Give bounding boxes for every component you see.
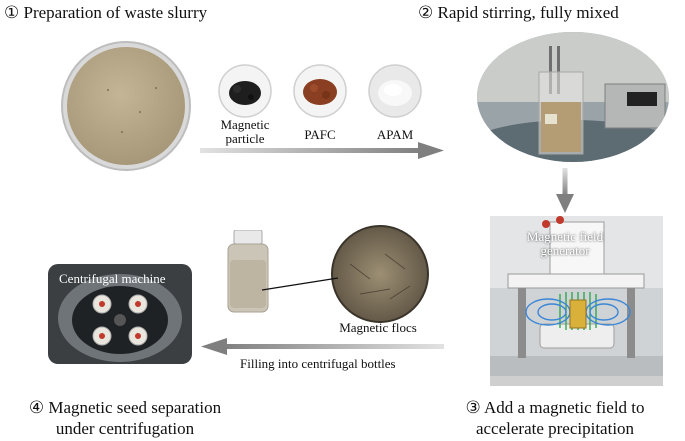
step4-title-line1: ④ Magnetic seed separation bbox=[28, 398, 222, 417]
magnetic-particle-dish bbox=[218, 64, 272, 118]
step2-title: ② Rapid stirring, fully mixed bbox=[418, 3, 619, 22]
magnetic-field-generator-label-line1: Magnetic field bbox=[526, 229, 604, 244]
step3-title-line1: ③ Add a magnetic field to bbox=[465, 398, 645, 417]
magnetic-flocs-photo bbox=[331, 225, 429, 323]
filling-label: Filling into centrifugal bottles bbox=[240, 356, 396, 371]
flocs-connector-line bbox=[261, 277, 339, 291]
step1-title: ① Preparation of waste slurry bbox=[4, 3, 208, 22]
magnetic-field-generator-label-line2: generator bbox=[540, 243, 590, 258]
apam-dish bbox=[368, 64, 422, 118]
centrifugal-machine-photo bbox=[48, 264, 192, 364]
magnetic-particle-label-line2: particle bbox=[225, 131, 265, 146]
magnetic-generator-photo bbox=[490, 216, 663, 386]
apam-label: APAM bbox=[376, 127, 414, 142]
step3-title-line2: accelerate precipitation bbox=[475, 419, 635, 438]
centrifugal-bottle-photo bbox=[227, 230, 269, 313]
pafc-dish bbox=[293, 64, 347, 118]
arrow-right-icon bbox=[200, 142, 444, 159]
magnetic-flocs-label: Magnetic flocs bbox=[339, 320, 417, 335]
arrow-left-icon bbox=[201, 338, 444, 355]
pafc-label: PAFC bbox=[304, 127, 336, 142]
magnetic-particle-label-line1: Magnetic bbox=[220, 117, 270, 132]
slurry-petri-dish bbox=[61, 41, 191, 171]
stirring-setup-photo bbox=[477, 32, 669, 162]
centrifugal-machine-label: Centrifugal machine bbox=[59, 271, 166, 286]
arrow-down-icon bbox=[556, 168, 574, 213]
step4-title-line2: under centrifugation bbox=[55, 419, 195, 438]
